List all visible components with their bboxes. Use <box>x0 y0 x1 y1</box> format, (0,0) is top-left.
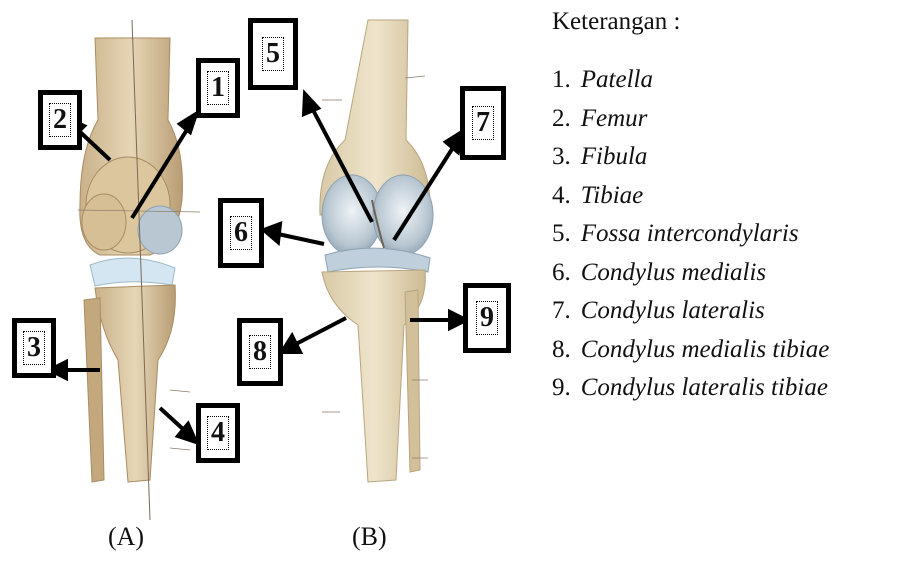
legend-item: 5. Fossa intercondylaris <box>552 215 912 254</box>
meniscus-shape-a <box>90 258 175 286</box>
callout-2-number: 2 <box>49 103 71 137</box>
legend-item-term: Femur <box>581 105 648 132</box>
legend-item-number: 2. <box>552 105 571 132</box>
knee-anatomy-figure: 1 2 3 4 5 6 7 8 9 (A) (B) <box>0 0 540 557</box>
legend-item-term: Condylus lateralis tibiae <box>581 374 828 401</box>
legend-item: 3. Fibula <box>552 138 912 177</box>
condyle-shape-a1 <box>82 194 126 250</box>
callout-5: 5 <box>248 18 298 90</box>
callout-8-number: 8 <box>249 335 271 369</box>
panel-label-a: (A) <box>108 522 144 552</box>
panel-label-b: (B) <box>352 522 387 552</box>
callout-5-number: 5 <box>262 37 284 71</box>
callout-9-number: 9 <box>476 301 498 335</box>
callout-1: 1 <box>196 58 240 118</box>
legend-item: 4. Tibiae <box>552 177 912 216</box>
knee-posterior-view <box>320 20 433 482</box>
callout-3: 3 <box>12 318 56 378</box>
callout-8: 8 <box>237 318 283 386</box>
legend-item-number: 8. <box>552 336 571 363</box>
callout-2: 2 <box>38 90 82 150</box>
callout-4: 4 <box>196 403 240 463</box>
legend-item: 1. Patella <box>552 61 912 100</box>
legend-item-number: 6. <box>552 259 571 286</box>
legend-item-term: Condylus lateralis <box>581 297 765 324</box>
legend-item-number: 7. <box>552 297 571 324</box>
callout-6: 6 <box>218 198 264 268</box>
callout-7-number: 7 <box>472 106 494 140</box>
callout-7: 7 <box>460 86 506 160</box>
legend-item: 9. Condylus lateralis tibiae <box>552 369 912 408</box>
callout-9: 9 <box>463 283 511 353</box>
fibula-shape-b <box>405 290 420 472</box>
callout-1-number: 1 <box>207 71 229 105</box>
legend-item-term: Tibiae <box>581 182 644 209</box>
legend-item-number: 5. <box>552 220 571 247</box>
legend-item-number: 9. <box>552 374 571 401</box>
knee-anterior-view <box>78 20 200 520</box>
legend-item-number: 1. <box>552 66 571 93</box>
legend-item: 8. Condylus medialis tibiae <box>552 331 912 370</box>
callout-6-number: 6 <box>230 216 252 250</box>
fibula-shape-a <box>84 298 104 482</box>
legend: Keterangan : 1. Patella 2. Femur 3. Fibula … <box>552 6 912 408</box>
legend-item: 7. Condylus lateralis <box>552 292 912 331</box>
legend-item-term: Condylus medialis tibiae <box>581 336 830 363</box>
legend-item-number: 4. <box>552 182 571 209</box>
legend-item-term: Patella <box>581 66 653 93</box>
condyle-shape-a2 <box>138 206 182 254</box>
arrow-8 <box>296 318 346 344</box>
tibia-shape-a <box>95 285 175 482</box>
legend-title: Keterangan : <box>552 6 912 38</box>
legend-item: 6. Condylus medialis <box>552 254 912 293</box>
legend-item-number: 3. <box>552 143 571 170</box>
legend-item-term: Condylus medialis <box>581 259 766 286</box>
arrow-4 <box>160 408 184 430</box>
callout-4-number: 4 <box>207 416 229 450</box>
legend-item: 2. Femur <box>552 100 912 139</box>
arrow-6 <box>278 234 324 244</box>
legend-item-term: Fossa intercondylaris <box>581 220 799 247</box>
legend-list: 1. Patella 2. Femur 3. Fibula 4. Tibiae 5. Fo… <box>552 61 912 408</box>
legend-item-term: Fibula <box>581 143 648 170</box>
callout-3-number: 3 <box>23 331 45 365</box>
